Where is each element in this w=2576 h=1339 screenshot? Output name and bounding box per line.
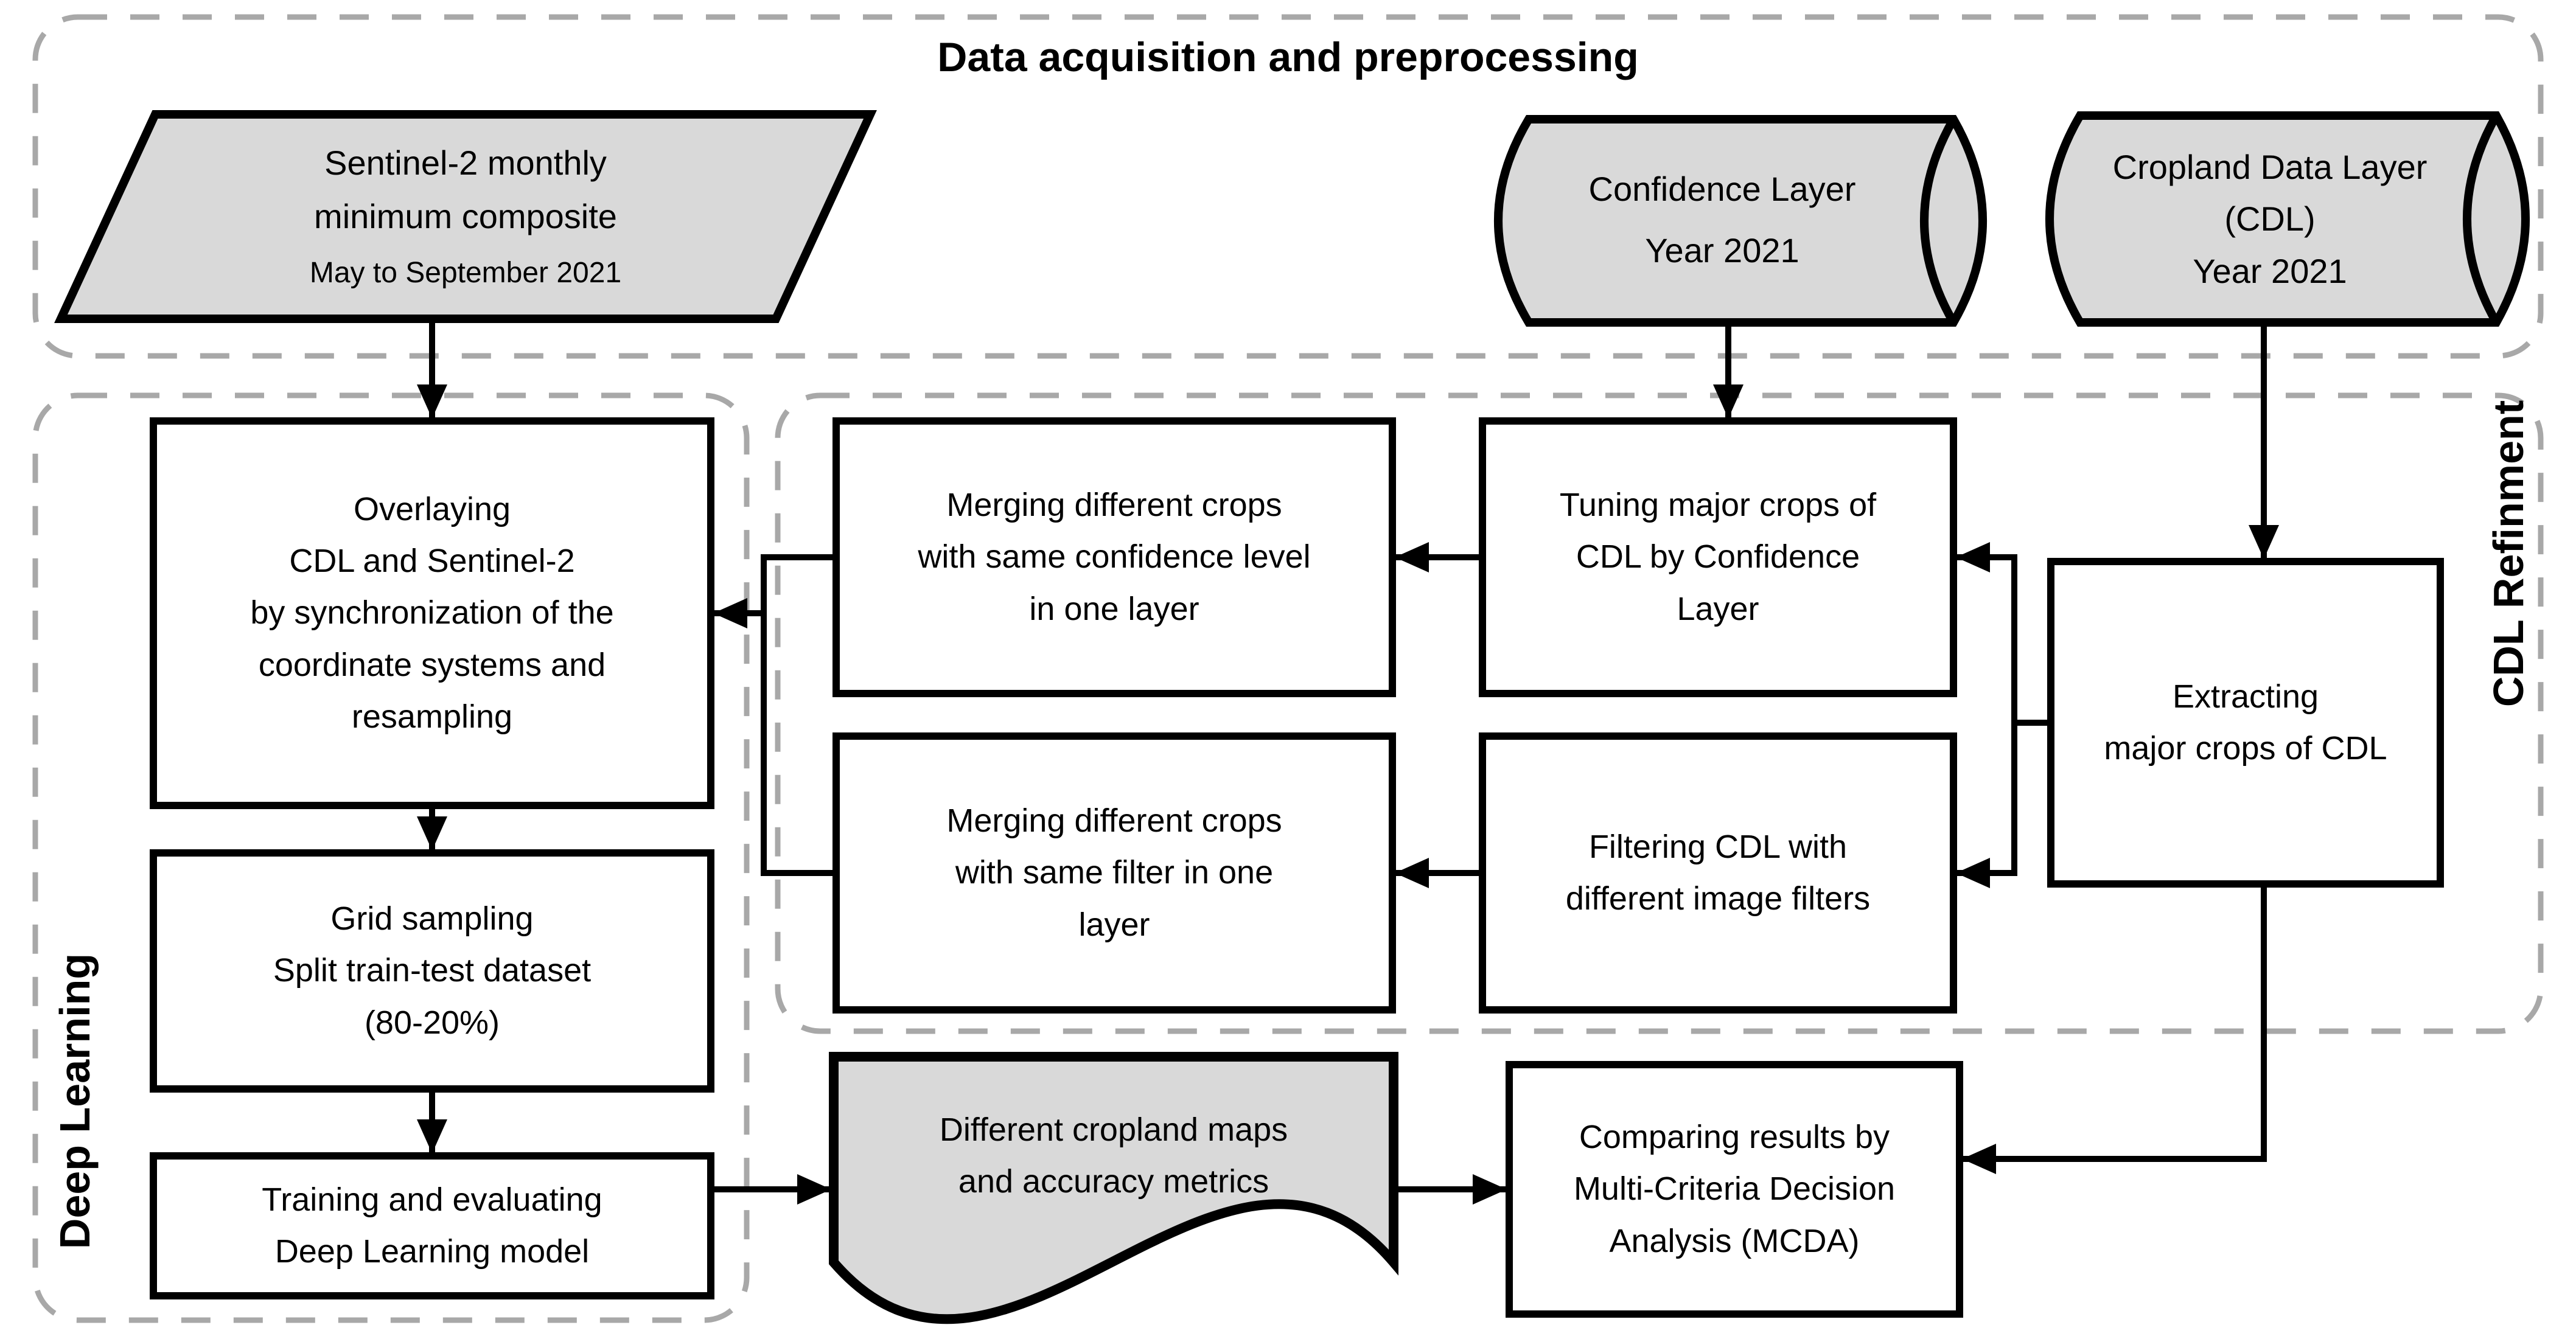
connector-extracting-to-tuning [1956,542,2051,726]
overlaying-box [150,417,714,809]
connector-merging-join [761,554,836,876]
deep-learning-container [32,392,750,1323]
comparing-box [1506,1061,1963,1318]
cropland-maps-document-shape [829,1052,1398,1324]
sentinel-node: Sentinel-2 monthly minimum composite May… [100,122,831,310]
merging-confidence-node: Merging different crops with same confid… [918,487,1311,627]
merging-filter-node: Merging different crops with same filter… [946,802,1282,943]
cdl-refinement-section-label: CDL Refinment [2485,400,2532,708]
connector-extracting-to-filtering [1956,723,2017,888]
grid-sampling-node: Grid sampling Split train-test dataset (… [273,900,592,1041]
data-acquisition-container [32,14,2544,359]
tuning-node: Tuning major crops of CDL by Confidence … [1559,487,1877,627]
sentinel-node-subtitle: May to September 2021 [309,256,622,289]
training-box [150,1152,714,1299]
cropland-maps-node: Different cropland maps and accuracy met… [939,1111,1288,1200]
cdl-refinement-container [775,392,2544,1034]
merging-confidence-box [832,417,1396,697]
deep-learning-section-label: Deep Learning [51,953,99,1250]
sentinel-node-title: Sentinel-2 monthly minimum composite [314,143,617,236]
filtering-node: Filtering CDL with different image filte… [1565,828,1871,917]
confidence-layer-node: Confidence Layer Year 2021 [1588,170,1856,270]
connectors-group [417,319,2279,1205]
confidence-cylinder-cap-icon [1920,117,1958,325]
training-node: Training and evaluating Deep Learning mo… [262,1181,602,1270]
page-title: Data acquisition and preprocessing [937,34,1639,80]
tuning-box [1479,417,1957,697]
process-boxes-group [150,417,2444,1318]
connector-extracting-to-comparing [1962,884,2267,1174]
overlaying-node: Overlaying CDL and Sentinel-2 by synchro… [250,490,614,735]
extracting-box [2047,558,2444,888]
extracting-node: Extracting major crops of CDL [2104,678,2387,767]
cdl-node: Cropland Data Layer (CDL) Year 2021 [2112,148,2428,290]
cdl-cylinder-cap-icon [2463,113,2501,325]
filtering-box [1479,732,1957,1014]
comparing-node: Comparing results by Multi-Criteria Deci… [1573,1119,1896,1259]
grid-sampling-box [150,849,714,1093]
merging-filter-box [832,732,1396,1014]
sentinel-parallelogram-shape [54,110,877,323]
